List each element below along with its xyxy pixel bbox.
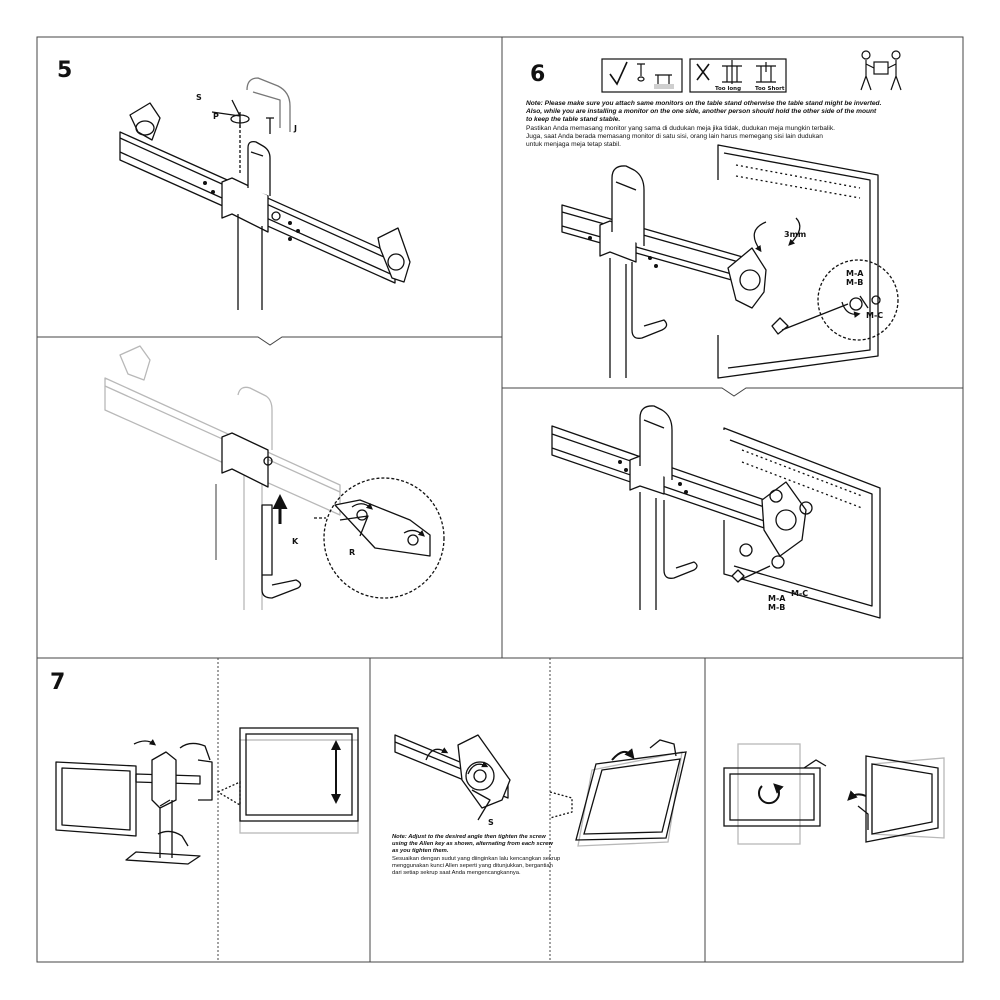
- step6-top-illustration: [561, 144, 899, 379]
- label-s-step7: S: [488, 818, 494, 827]
- step7-note-id-3: dari setiap sekrup saat Anda mengencangk…: [392, 870, 521, 877]
- step-5-number: 5: [57, 58, 73, 83]
- step7-rotate-illustration: [723, 743, 945, 845]
- note-en-line-1: Note: Please make sure you attach same m…: [526, 100, 882, 107]
- label-mc-top: M-C: [866, 311, 884, 320]
- note-en-line-3: to keep the table stand stable.: [526, 116, 621, 124]
- note-id-line-1: Pastikan Anda memasang monitor yang sama…: [526, 124, 835, 132]
- wrong-screw-box: [689, 58, 787, 93]
- label-j-step5: J: [294, 124, 297, 133]
- label-mb-bottom: M-B: [768, 603, 786, 612]
- step7-note-id-2: menggunakan kunci Allen seperti yang dit…: [392, 862, 553, 869]
- step7-tilt-illustration: [575, 739, 687, 847]
- label-ma-bottom: M-A: [768, 594, 786, 603]
- step7-note-en-3: as you tighten them.: [392, 848, 449, 855]
- step6-bottom-illustration: [551, 405, 881, 619]
- step-7-number: 7: [50, 670, 66, 695]
- step5-top-illustration: [119, 77, 411, 310]
- two-people-carrying-icon: [860, 50, 902, 91]
- step7-note-id-1: Sesuaikan dengan sudut yang diinginkan l…: [392, 855, 561, 862]
- step6-note: Note: Please make sure you attach same m…: [526, 100, 966, 149]
- too-long-label: Too long: [715, 86, 742, 92]
- step-6-number: 6: [530, 62, 546, 87]
- step7-stand-illustration: [55, 739, 213, 865]
- label-r-step5: R: [349, 548, 356, 557]
- label-k-step5: K: [292, 537, 299, 546]
- too-short-label: Too Short: [755, 86, 785, 92]
- note-id-line-2: Juga, saat Anda berada memasang monitor …: [526, 132, 823, 140]
- note-id-line-3: untuk menjaga meja tetap stabil.: [526, 141, 621, 149]
- label-3mm: 3mm: [784, 230, 807, 239]
- step5-bottom-illustration: [104, 345, 445, 610]
- panel-frame: [36, 36, 964, 963]
- label-p-step5: P: [213, 112, 219, 121]
- step7-height-illustration: [216, 727, 359, 834]
- step7-note-en-1: Note: Adjust to the desired angle then t…: [392, 834, 546, 840]
- step7-tilt-screw-illustration: [394, 734, 573, 821]
- note-en-line-2: Also, while you are installing a monitor…: [526, 108, 877, 116]
- label-mc-bottom: M-C: [791, 589, 809, 598]
- correct-screw-box: [601, 58, 683, 93]
- label-s-step5: S: [196, 93, 202, 102]
- label-ma-top: M-A: [846, 269, 864, 278]
- step7-note-en-2: using the Allen key as shown, alternatin…: [392, 841, 553, 848]
- label-mb-top: M-B: [846, 278, 864, 287]
- step7-note: Note: Adjust to the desired angle then t…: [392, 834, 570, 877]
